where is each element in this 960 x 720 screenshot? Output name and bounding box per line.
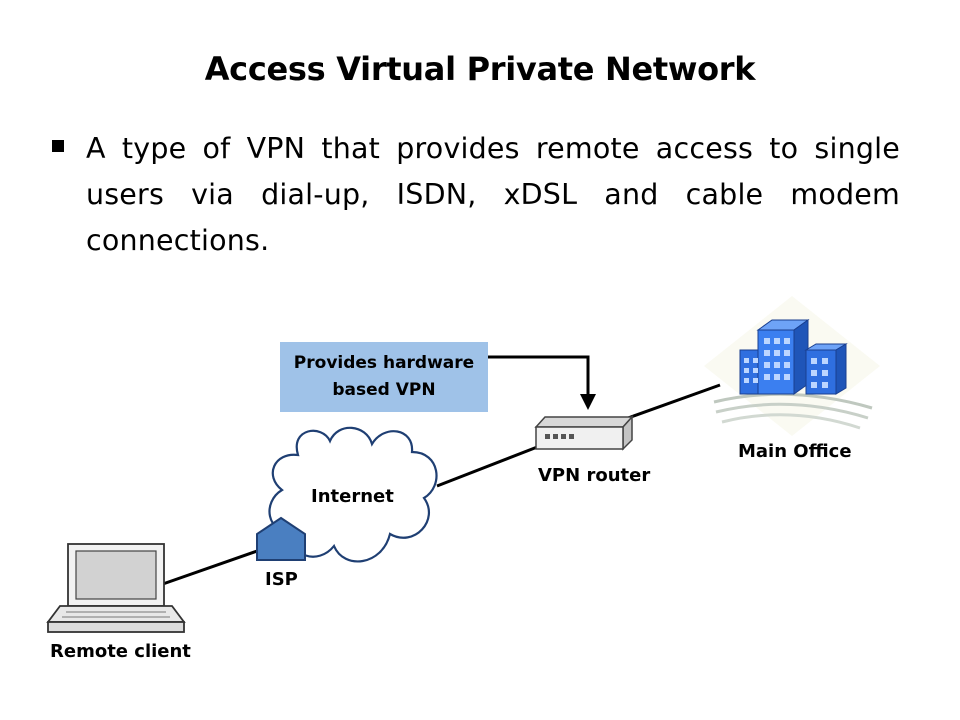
laptop-icon	[46, 543, 186, 633]
link-router-office	[627, 383, 721, 420]
bullet-text: A type of VPN that provides remote acces…	[86, 132, 900, 257]
link-internet-router	[436, 442, 546, 488]
cloud-icon	[268, 426, 438, 563]
building-icon	[704, 296, 880, 436]
slide-title: Access Virtual Private Network	[204, 50, 756, 88]
internet-label: Internet	[311, 486, 394, 507]
remote-client-label: Remote client	[50, 641, 191, 662]
callout-text: Provides hardware based VPN	[293, 353, 475, 400]
isp-label: ISP	[265, 569, 298, 590]
hardware-vpn-callout: Provides hardware based VPN	[280, 342, 488, 412]
isp-icon	[256, 516, 306, 561]
link-client-isp	[159, 548, 261, 587]
callout-arrow	[488, 355, 596, 410]
bullet-marker	[52, 140, 64, 152]
router-icon	[534, 415, 634, 451]
main-office-label: Main Office	[738, 441, 852, 462]
vpn-router-label: VPN router	[538, 465, 651, 486]
